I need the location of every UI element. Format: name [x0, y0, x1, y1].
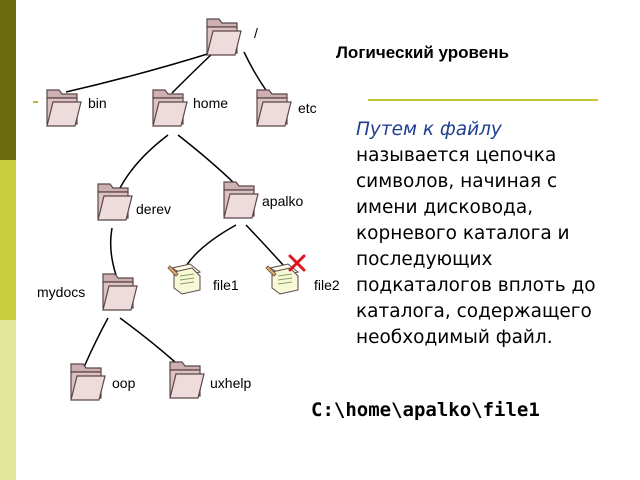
mydocs-folder-icon [102, 273, 138, 311]
home-label: home [193, 95, 228, 111]
node-derev: derev [97, 183, 171, 221]
file2-label: file2 [314, 277, 340, 293]
node-oop: oop [70, 363, 136, 401]
mydocs-label: mydocs [37, 284, 85, 300]
tree-edges [65, 51, 285, 368]
node-uxhelp: uxhelp [169, 361, 251, 399]
root-label: / [254, 25, 258, 41]
example-path: C:\home\apalko\file1 [311, 399, 540, 421]
accent-line [368, 99, 598, 101]
oop-folder-icon [70, 363, 106, 401]
accent-dash [33, 101, 38, 103]
derev-folder-icon [97, 183, 133, 221]
derev-label: derev [136, 201, 171, 217]
apalko-folder-icon [223, 181, 259, 219]
description-rest: называется цепочка символов, начиная с и… [356, 145, 596, 348]
sidebar-segment-light [0, 320, 16, 480]
node-bin: bin [46, 89, 107, 127]
root-folder-icon [206, 18, 242, 56]
oop-label: oop [112, 375, 136, 391]
uxhelp-label: uxhelp [210, 375, 251, 391]
home-folder-icon [152, 89, 188, 127]
node-file2: file2 [265, 254, 340, 295]
file1-doc-icon [167, 263, 201, 295]
etc-folder-icon [256, 89, 292, 127]
apalko-label: apalko [262, 193, 303, 209]
bin-label: bin [88, 95, 107, 111]
uxhelp-folder-icon [169, 361, 205, 399]
file1-label: file1 [213, 277, 239, 293]
node-file1: file1 [167, 263, 239, 295]
node-root: / [206, 18, 258, 56]
node-apalko: apalko [223, 181, 303, 219]
delete-cross-icon [288, 254, 306, 272]
sidebar-segment-mid [0, 160, 16, 320]
bin-folder-icon [46, 89, 82, 127]
slide-heading: Логический уровень [336, 43, 509, 62]
description-text: Путем к файлу называется цепочка символо… [356, 117, 616, 351]
sidebar-strip [0, 0, 16, 480]
node-etc: etc [256, 89, 317, 127]
node-mydocs: mydocs [37, 273, 138, 311]
sidebar-segment-dark [0, 0, 16, 160]
description-term: Путем к файлу [356, 119, 502, 140]
node-home: home [152, 89, 228, 127]
etc-label: etc [298, 100, 317, 116]
